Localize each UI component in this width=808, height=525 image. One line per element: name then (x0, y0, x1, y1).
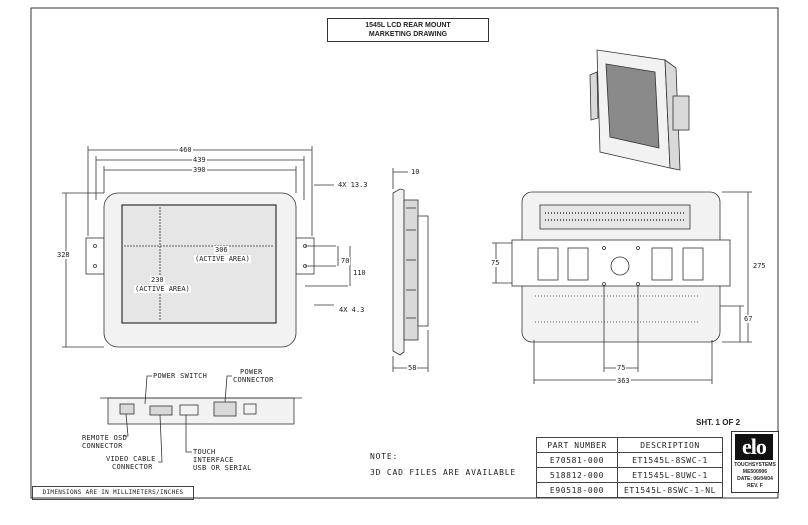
callout-power-connector-2: CONNECTOR (233, 376, 274, 384)
table-row: 518812-000 ET1545L-8UWC-1 (536, 467, 724, 483)
callout-touch-2: INTERFACE (193, 456, 234, 464)
part-number-cell: 518812-000 (536, 467, 618, 483)
callout-touch-3: USB OR SERIAL (193, 464, 252, 472)
sheet-border (30, 7, 779, 499)
bottom-view (100, 375, 302, 463)
front-bracket-right (295, 237, 315, 275)
dim-70: 70 (340, 257, 351, 265)
side-view (392, 168, 429, 372)
header-part-number: PART NUMBER (536, 437, 618, 453)
dim-active-height-note: (ACTIVE AREA) (134, 285, 191, 293)
dim-side-10: 10 (410, 168, 421, 176)
parts-table: PART NUMBER DESCRIPTION E70581-000 ET154… (536, 437, 724, 498)
title-line-1: 1545L LCD REAR MOUNT (365, 22, 451, 29)
title-box: 1545L LCD REAR MOUNT MARKETING DRAWING (327, 18, 489, 42)
elo-logo-block: elo TOUCHSYSTEMS ME500906 DATE: 06/04/04… (731, 431, 779, 493)
callout-power-connector-1: POWER (240, 368, 263, 376)
callout-video-cable-1: VIDEO CABLE (106, 455, 156, 463)
logo-doc-number: ME500906 (742, 469, 768, 475)
dim-holes-top: 4X 13.3 (337, 181, 369, 189)
dim-328: 328 (56, 251, 71, 259)
table-row: E70581-000 ET1545L-8SWC-1 (536, 452, 724, 468)
dim-side-58: 58 (407, 364, 418, 372)
dim-rear-275: 275 (752, 262, 767, 270)
dim-rear-363: 363 (616, 377, 631, 385)
part-number-cell: E70581-000 (536, 452, 618, 468)
note-text: 3D CAD FILES ARE AVAILABLE (370, 468, 517, 477)
isometric-view (589, 49, 690, 171)
dim-rear-75-bottom: 75 (616, 364, 627, 372)
description-cell: ET1545L-8SWC-1 (616, 452, 724, 468)
dim-110: 110 (352, 269, 367, 277)
dim-439: 439 (192, 156, 207, 164)
sheet-number: SHT. 1 OF 2 (696, 418, 741, 427)
front-screen (121, 204, 277, 324)
dim-390: 390 (192, 166, 207, 174)
dim-460: 460 (178, 146, 193, 154)
front-view (62, 146, 351, 348)
note-label: NOTE: (370, 452, 399, 461)
table-row: E90518-000 ET1545L-8SWC-1-NL (536, 482, 724, 498)
title-line-2: MARKETING DRAWING (368, 31, 448, 38)
dim-rear-67: 67 (743, 315, 754, 323)
callout-remote-osd-1: REMOTE OSD (82, 434, 128, 442)
units-footnote: DIMENSIONS ARE IN MILLIMETERS/INCHES (32, 486, 194, 500)
logo-date: DATE: 06/04/04 (737, 476, 773, 482)
dim-active-width-note: (ACTIVE AREA) (194, 255, 251, 263)
rear-view (492, 191, 752, 384)
dim-rear-75-left: 75 (490, 259, 501, 267)
callout-video-cable-2: CONNECTOR (112, 463, 153, 471)
elo-logo-mark: elo (735, 434, 773, 460)
logo-revision: REV. F (747, 483, 763, 489)
parts-table-header: PART NUMBER DESCRIPTION (536, 437, 724, 453)
front-bracket-left (85, 237, 105, 275)
description-cell: ET1545L-8SWC-1-NL (616, 482, 724, 498)
dim-holes-bottom: 4X 4.3 (338, 306, 366, 314)
callout-touch-1: TOUCH (193, 448, 216, 456)
dim-active-height: 230 (150, 276, 165, 284)
callout-remote-osd-2: CONNECTOR (82, 442, 123, 450)
part-number-cell: E90518-000 (536, 482, 618, 498)
header-description: DESCRIPTION (616, 437, 724, 453)
description-cell: ET1545L-8UWC-1 (616, 467, 724, 483)
logo-brand: TOUCHSYSTEMS (734, 462, 776, 468)
callout-power-switch: POWER SWITCH (153, 372, 208, 380)
dim-active-width: 306 (214, 246, 229, 254)
